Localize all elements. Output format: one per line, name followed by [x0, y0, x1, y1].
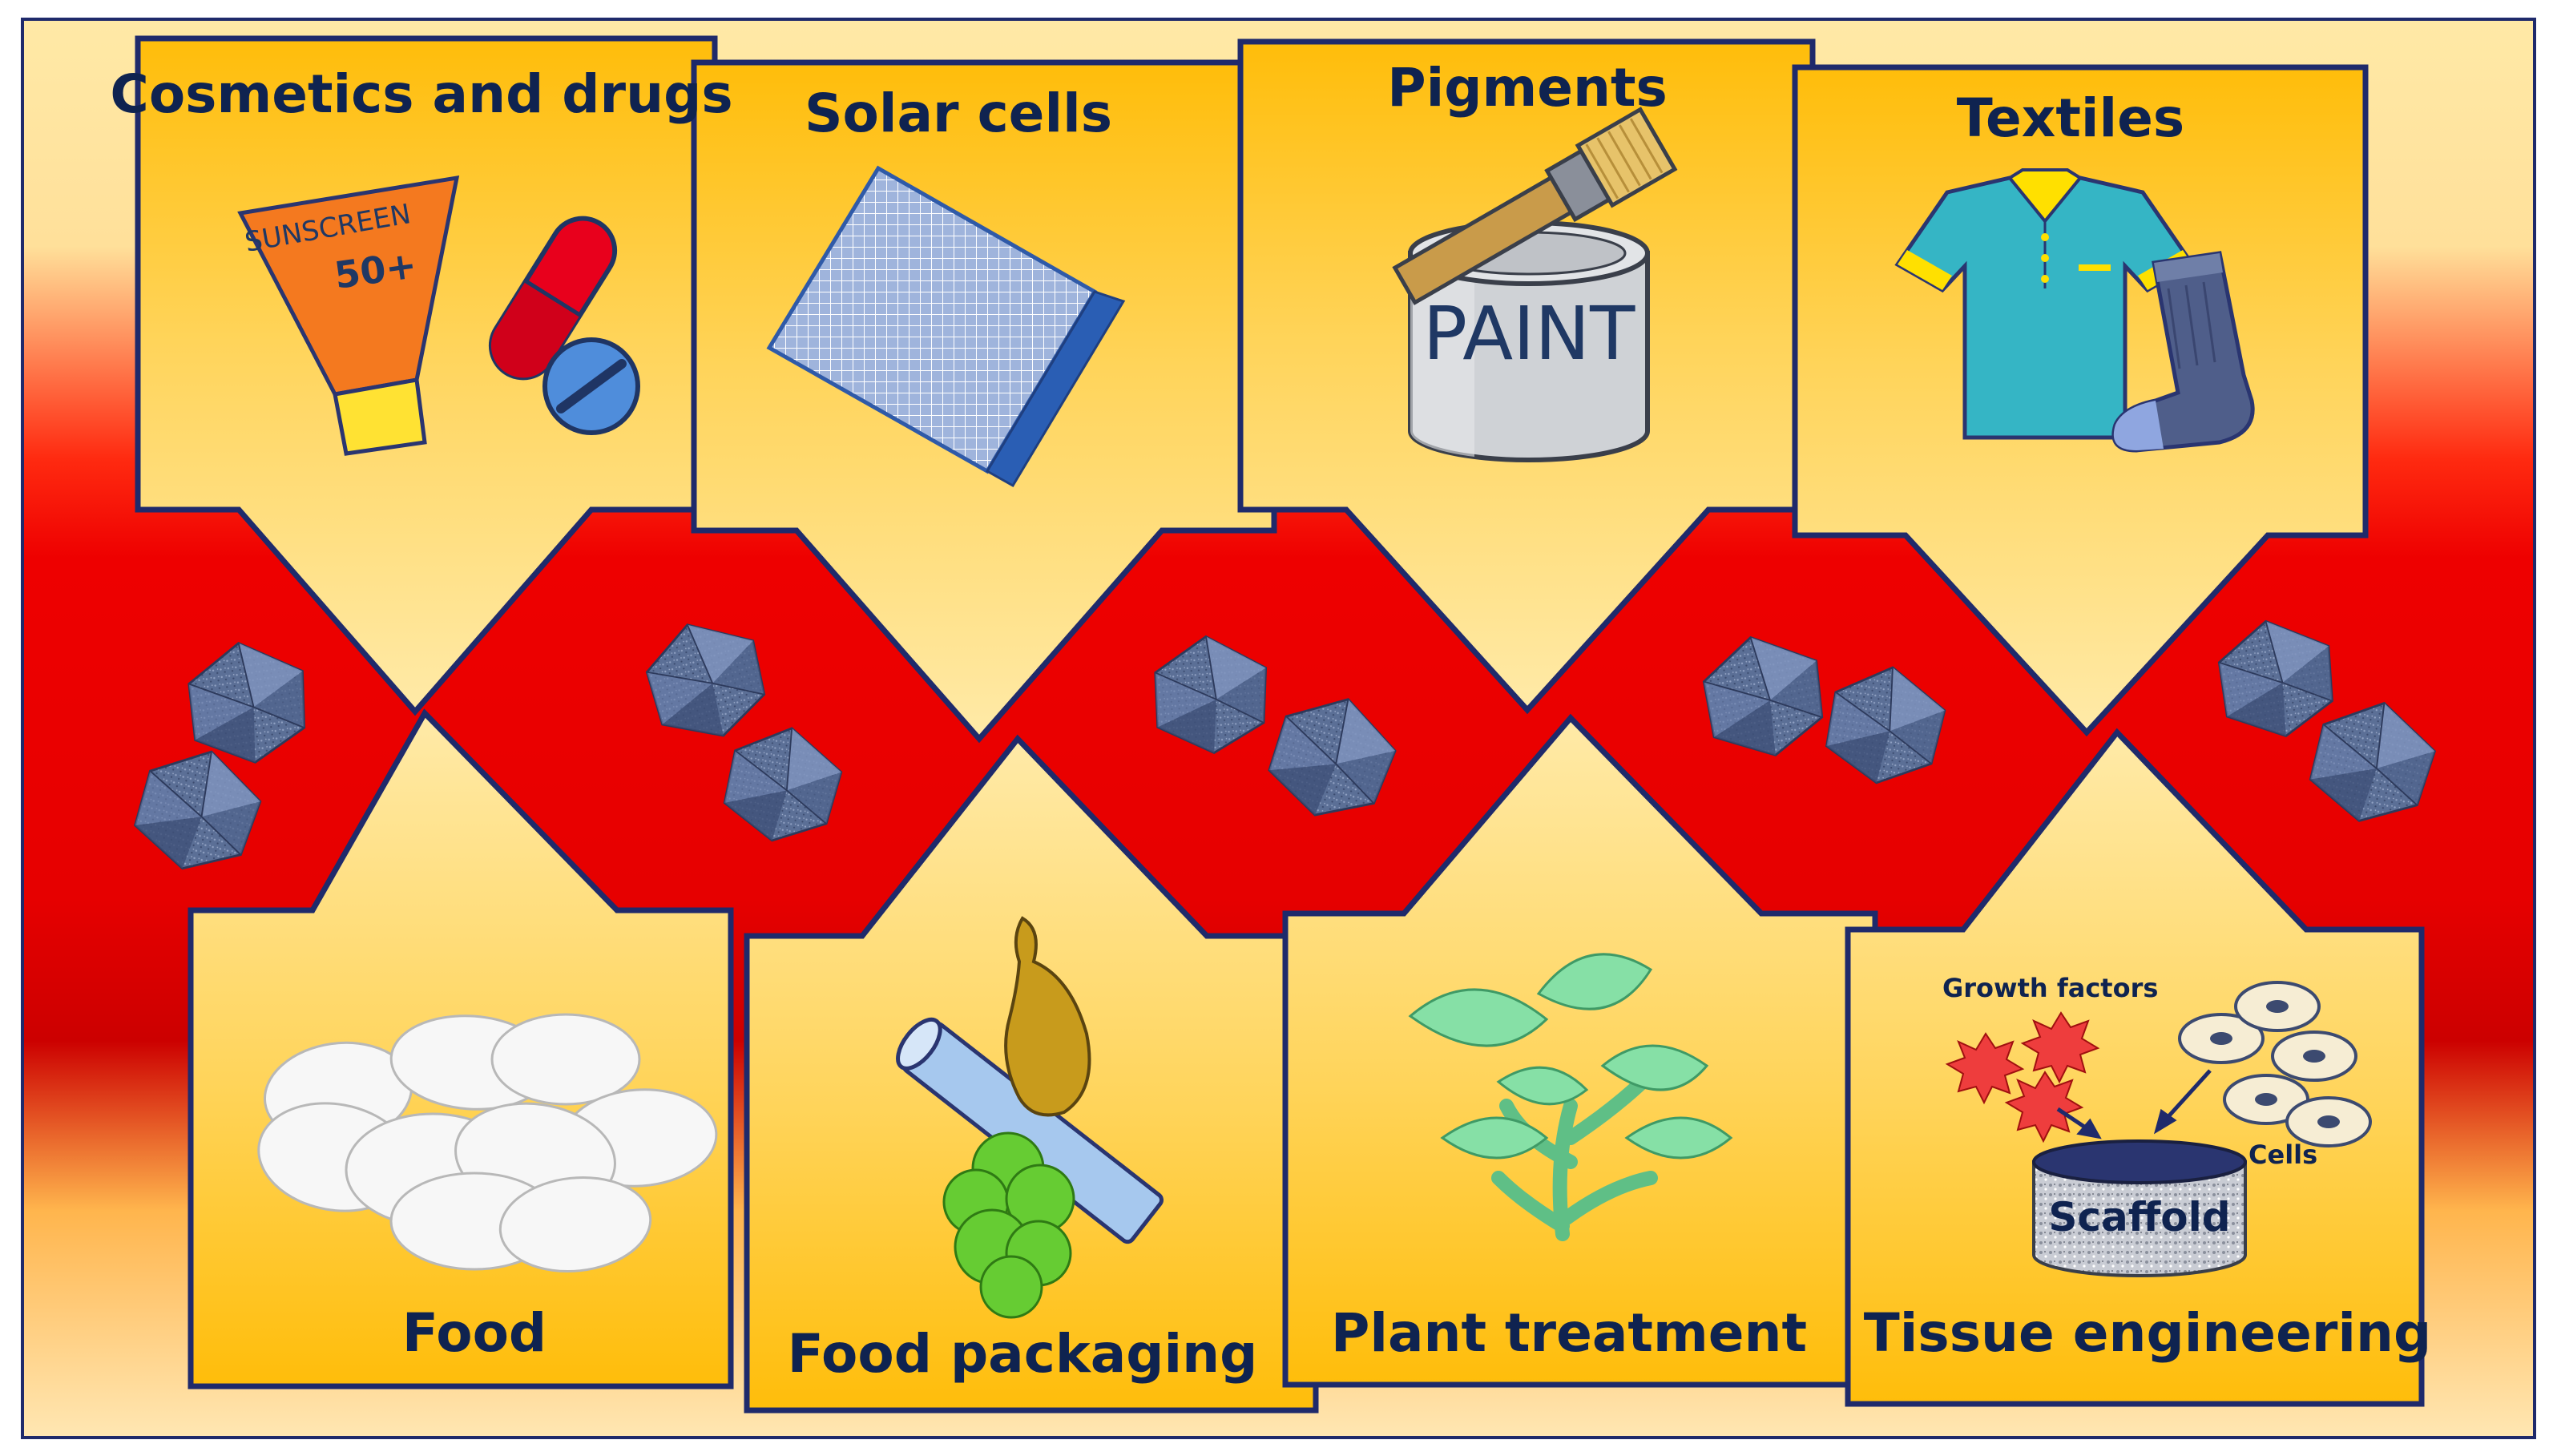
scaffold-cylinder-icon: Scaffold — [2032, 1139, 2247, 1277]
white-flakes-icon — [257, 1013, 718, 1273]
paint-can-label: PAINT — [1423, 291, 1635, 377]
bacteria-rod-icon — [1004, 916, 1091, 1117]
label-cosmetics-and-drugs: Cosmetics and drugs — [110, 63, 732, 125]
paint-can-icon: PAINT — [1392, 107, 1678, 462]
growth-factor-icon — [1945, 1011, 2100, 1143]
arrow-icon — [2056, 1069, 2212, 1139]
pill-capsule-icon — [488, 216, 640, 435]
sunscreen-tube-icon: SUNSCREEN 50+ — [237, 175, 460, 456]
paint-brush-icon — [1392, 107, 1678, 305]
bottom-arrow-tissue — [1845, 728, 2425, 1407]
shirt-and-sock-icon — [1894, 168, 2255, 453]
solar-panel-icon — [766, 165, 1126, 488]
sock-icon — [2111, 251, 2255, 453]
bottom-arrow-plant — [1282, 713, 1878, 1388]
label-food: Food — [402, 1302, 546, 1364]
packaging-tube-icon — [896, 916, 1164, 1319]
label-textiles: Textiles — [1957, 87, 2184, 149]
mold-cluster-icon — [942, 1131, 1075, 1319]
label-tissue-engineering: Tissue engineering — [1864, 1302, 2431, 1364]
label-solar-cells: Solar cells — [805, 83, 1112, 144]
label-growth-factors: Growth factors — [1942, 973, 2158, 1003]
label-food-packaging: Food packaging — [788, 1323, 1258, 1385]
plant-leaves-icon — [1408, 953, 1733, 1241]
scaffold-icon: Growth factors Cells — [1942, 973, 2372, 1277]
label-plant-treatment: Plant treatment — [1331, 1302, 1807, 1364]
label-cells: Cells — [2248, 1139, 2317, 1170]
sunscreen-and-pill-icon: SUNSCREEN 50+ — [237, 175, 640, 456]
label-pigments: Pigments — [1387, 57, 1668, 119]
shirt-icon — [1894, 168, 2196, 440]
label-scaffold: Scaffold — [2048, 1194, 2230, 1240]
